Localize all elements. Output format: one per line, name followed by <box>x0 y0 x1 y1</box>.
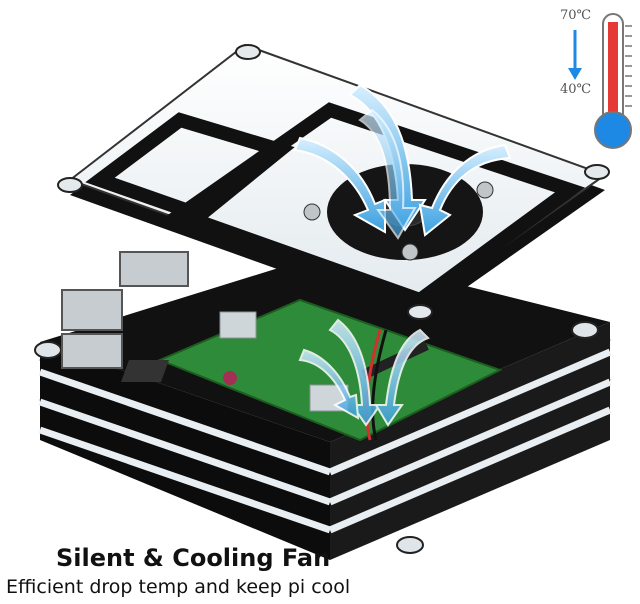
down-arrow-icon <box>568 30 582 80</box>
caption: Silent & Cooling Fan Efficient drop temp… <box>6 543 351 599</box>
thermometer-graphic <box>568 13 632 149</box>
thermometer-ticks <box>625 25 632 107</box>
airflow-arrows-board <box>298 318 430 427</box>
fan-screws <box>303 181 494 261</box>
caption-subtitle: Efficient drop temp and keep pi cool <box>6 576 351 599</box>
pi-logo <box>223 371 237 385</box>
case-clear-stripes <box>38 348 612 534</box>
temp-high-label: 70℃ <box>560 8 592 23</box>
lid-cutouts <box>85 102 586 308</box>
chip <box>120 360 169 382</box>
caption-title: Silent & Cooling Fan <box>56 543 331 572</box>
lid-screws <box>57 44 610 320</box>
airflow-arrows-top <box>293 83 512 240</box>
temp-low-label: 40℃ <box>560 82 592 97</box>
thermometer-mercury <box>608 22 618 126</box>
thermometer-bulb <box>594 111 632 149</box>
usb-ports <box>61 251 189 369</box>
screw-posts <box>34 321 599 554</box>
